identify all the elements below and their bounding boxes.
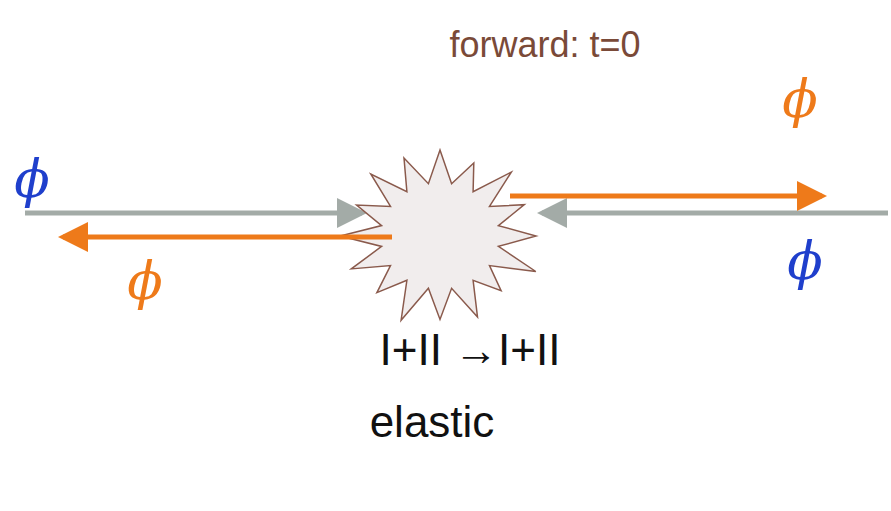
incoming-arrow bbox=[542, 211, 888, 216]
process-type: elastic bbox=[370, 398, 495, 446]
outgoing-arrow bbox=[63, 235, 392, 240]
incoming-arrow bbox=[25, 211, 362, 216]
particle-symbol: ϕ bbox=[787, 233, 822, 290]
particle-symbol: ϕ bbox=[782, 71, 817, 128]
particle-symbol: ϕ bbox=[14, 151, 49, 208]
diagram-title: forward: t=0 bbox=[449, 25, 640, 65]
process-label: I+II →I+II bbox=[380, 326, 561, 374]
outgoing-arrow bbox=[510, 194, 822, 199]
particle-symbol: ϕ bbox=[127, 253, 162, 310]
